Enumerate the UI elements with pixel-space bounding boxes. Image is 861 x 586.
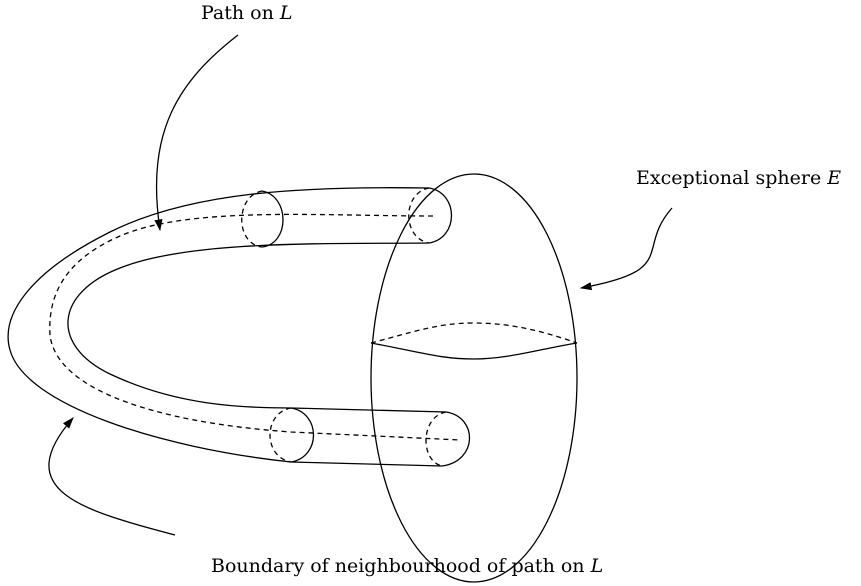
sphere-equator-front [370, 342, 578, 360]
tube-inner-boundary [67, 242, 447, 413]
label-sphere-text: Exceptional sphere [636, 167, 828, 189]
cross-section-upper-left-back [241, 190, 263, 248]
cross-section-upper-left-front [261, 190, 284, 248]
cross-section-lower-left-back [269, 407, 292, 463]
label-exceptional-sphere: Exceptional sphere E [636, 169, 841, 188]
cross-section-lower-right-front [441, 411, 471, 467]
label-boundary-of-neighbourhood: Boundary of neighbourhood of path on L [211, 557, 603, 576]
arrow-to-path [154, 34, 239, 232]
label-boundary-text: Boundary of neighbourhood of path on [211, 555, 591, 577]
arrow-to-boundary [48, 417, 176, 536]
label-boundary-symbol: L [590, 555, 604, 577]
label-path-symbol: L [279, 2, 293, 24]
label-sphere-symbol: E [827, 167, 842, 189]
sphere-equator-back [370, 322, 578, 344]
cross-section-upper-right-front [428, 187, 452, 244]
exceptional-sphere-outline [370, 173, 578, 583]
label-path-text: Path on [201, 2, 280, 24]
cross-section-lower-right-back [425, 411, 447, 467]
cross-section-upper-right-back [408, 187, 430, 244]
tube-outer-boundary [7, 187, 443, 467]
arrow-to-sphere [579, 207, 673, 291]
label-path-on-L: Path on L [201, 4, 293, 23]
cross-section-lower-left-front [290, 407, 314, 463]
path-on-L-core [49, 213, 461, 441]
